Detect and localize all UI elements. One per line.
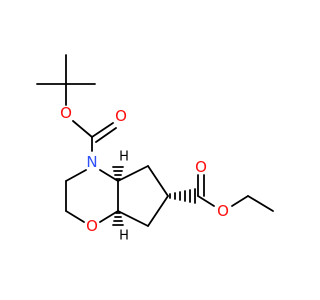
atom-o-carbonyl-ethyl: O [195,158,207,176]
atom-h-stereo-top: H [119,150,129,165]
bond-c4a-c5 [117,165,149,182]
stereo-bond-top [112,166,124,180]
bond-c7-c7a [117,210,149,227]
cyclopentane-ring [117,165,169,227]
atom-o-ester-ethyl: O [217,202,229,220]
molecule-structure: O O N O O O H H [36,54,274,244]
atom-o-ester-boc: O [60,104,72,122]
bond-carbonyl-double-b [95,127,117,143]
atom-h-stereo-bottom: H [119,229,129,244]
bond-oxygen-to-carbonyl [72,120,93,138]
boc-group [72,120,117,152]
bond-n-c [65,169,87,182]
atom-o-ring: O [86,217,98,235]
stereo-bond-ester [169,188,196,204]
bond-c5-c6 [147,165,169,197]
ethyl-ester-group [197,174,274,212]
bond-c6-c7 [147,195,169,227]
bond-oxygen-to-ch2 [231,195,249,207]
atom-o-carbonyl-boc: O [115,107,127,125]
atom-n-ring: N [86,153,97,171]
stereo-bond-bottom [112,212,124,226]
bond-c-o [65,210,85,223]
molecule-diagram: O O N O O O H H [36,54,274,244]
bond-ch2-ch3 [247,195,274,212]
bond-o-c7a [99,210,119,223]
oxazine-ring [65,169,119,223]
tert-butyl-group [36,54,96,106]
bond-carbonyl-double-a [91,122,114,138]
bond-carbonyl-to-oxygen [197,195,215,207]
bond-c4a-n [99,169,119,182]
